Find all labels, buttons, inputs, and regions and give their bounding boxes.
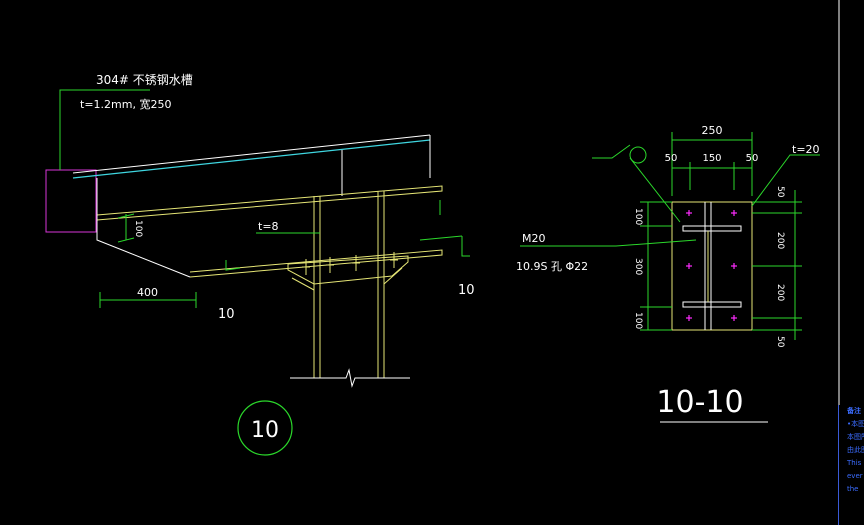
roof-sheet-line — [72, 139, 431, 179]
roof-sheet-outline — [72, 134, 431, 174]
stiffener-a — [291, 277, 315, 291]
top-beam — [96, 185, 443, 221]
notes-line: ever — [847, 472, 863, 480]
cut-marker-right — [461, 236, 470, 257]
notes-side-panel: 备注 •本图 本图所 由此图 This ever the — [838, 405, 864, 525]
gutter-box — [45, 169, 97, 233]
right-dim-4: 50 — [775, 336, 785, 348]
dim-100-text: 100 — [133, 220, 143, 237]
gutter-leader — [59, 89, 150, 170]
bracket-outline — [96, 178, 191, 278]
notes-line: the — [847, 485, 859, 493]
section-title: 10-10 — [656, 385, 743, 420]
dim-top-b: 150 — [702, 153, 721, 164]
bottom-beam — [189, 249, 443, 278]
bolt-spec: 10.9S 孔 Φ22 — [516, 260, 588, 273]
right-dim-1: 50 — [775, 186, 785, 198]
end-plate — [671, 201, 753, 331]
bolt-leader — [520, 239, 697, 247]
cut-label-right: 10 — [458, 283, 475, 298]
dim-top-total: 250 — [702, 124, 723, 137]
dim-top-c: 50 — [746, 153, 759, 164]
stiffener-b — [383, 267, 403, 285]
plate-thickness-t20: t=20 — [792, 143, 820, 156]
notes-line: 备注 — [847, 407, 861, 415]
t20-leader — [751, 154, 820, 207]
section-bolts — [686, 210, 737, 321]
detail-circle — [237, 400, 293, 456]
section-10-10 — [520, 132, 820, 423]
plate-thickness-label: t=8 — [258, 220, 279, 233]
weld-leader — [592, 144, 631, 159]
bolt-label: M20 — [522, 232, 546, 245]
flange-top — [682, 225, 742, 232]
cut-label-left: 10 — [218, 307, 235, 322]
notes-line: •本图 — [847, 420, 864, 428]
left-dim-3: 100 — [633, 312, 643, 329]
notes-line: 本图所 — [847, 433, 864, 441]
left-dim-1: 100 — [633, 208, 643, 225]
gutter-label: 304# 不锈钢水槽 — [96, 73, 193, 87]
dim-400-text: 400 — [137, 286, 158, 299]
gutter-spec: t=1.2mm, 宽250 — [80, 97, 171, 111]
flange-bottom — [682, 301, 742, 308]
cut-marker-left — [225, 260, 241, 271]
right-dim-2: 200 — [775, 232, 785, 249]
haunch-bolts — [302, 252, 398, 275]
haunch-plate — [287, 255, 409, 285]
right-dim-3: 200 — [775, 284, 785, 301]
notes-line: This — [847, 459, 862, 467]
detail-number: 10 — [251, 418, 279, 443]
detail-10 — [45, 89, 470, 456]
left-dim-2: 300 — [633, 258, 643, 275]
break-line — [290, 368, 410, 388]
dim-top-a: 50 — [665, 153, 678, 164]
notes-line: 由此图 — [847, 446, 864, 454]
